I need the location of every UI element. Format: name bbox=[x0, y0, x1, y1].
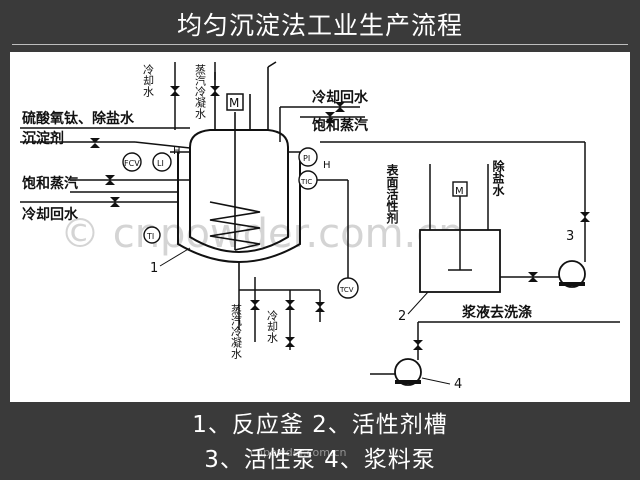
valve-condensate-top bbox=[210, 86, 220, 96]
bottom-controller-label: TCV bbox=[339, 286, 354, 294]
surfactant-feed-lines bbox=[429, 164, 489, 230]
active-pump-lines bbox=[320, 141, 586, 278]
label-cooling-water-top: 冷却水 bbox=[142, 64, 155, 97]
label-steam-condensate-top: 蒸汽冷凝水 bbox=[194, 64, 207, 119]
label-cooling-return: 冷却回水 bbox=[22, 206, 79, 223]
valve-bottom-1 bbox=[250, 300, 260, 310]
label-cooling-return-top: 冷却回水 bbox=[312, 89, 369, 106]
valve-cooling-return-top bbox=[335, 102, 345, 112]
valve-active-pump bbox=[528, 272, 538, 282]
valve-steam-left bbox=[105, 175, 115, 185]
valve-bottom-4 bbox=[285, 337, 295, 347]
valve-steam-top bbox=[325, 112, 335, 122]
process-flow-diagram: © cnpowder.com.cn bbox=[10, 52, 630, 402]
pressure-indicator-circle bbox=[298, 147, 318, 167]
label-precipitant: 沉淀剂 bbox=[22, 130, 64, 147]
valve-recirc bbox=[580, 212, 590, 222]
reactor-number: 1 bbox=[150, 261, 158, 276]
valve-bottom-2 bbox=[285, 300, 295, 310]
label-feed: 硫酸氧钛、除盐水 bbox=[22, 110, 135, 127]
level-high-label: H bbox=[173, 146, 181, 157]
right-service-lines bbox=[279, 106, 365, 278]
label-surfactant: 表面活性剂 bbox=[385, 163, 399, 225]
active-pump bbox=[558, 260, 586, 288]
slurry-pump bbox=[394, 358, 422, 386]
label-steam-top: 饱和蒸汽 bbox=[312, 117, 368, 134]
valve-cooling-top bbox=[170, 86, 180, 96]
bottom-service-lines bbox=[238, 277, 321, 350]
caption-line-2: 3、活性泵 4、浆料泵 bbox=[204, 447, 436, 473]
slide-title: 均匀沉淀法工业生产流程 bbox=[176, 11, 463, 40]
active-pump-number: 3 bbox=[566, 229, 574, 244]
temp-controller-label: TIC bbox=[300, 178, 312, 186]
agitator-motor-label: M bbox=[229, 96, 239, 110]
temp-high-label: H bbox=[323, 160, 331, 171]
valve-precipitant bbox=[90, 138, 100, 148]
agitator-motor-box bbox=[226, 93, 244, 111]
caption-line-1: 1、反应釜 2、活性剂槽 bbox=[192, 412, 448, 438]
diagram-watermark: © cnpowder.com.cn bbox=[60, 211, 464, 257]
flow-controller-label: FCV bbox=[124, 159, 140, 168]
pressure-indicator-label: PI bbox=[303, 154, 310, 163]
label-desalted-water: 除盐水 bbox=[491, 159, 505, 197]
active-pump-base bbox=[559, 282, 585, 286]
thermometer-label: TI bbox=[146, 232, 154, 241]
valve-cooling-left bbox=[110, 197, 120, 207]
diagram-canvas: © cnpowder.com.cn bbox=[20, 61, 620, 392]
valve-slurry-pump bbox=[413, 340, 423, 350]
surfactant-tank-number: 2 bbox=[398, 309, 406, 324]
label-steam-condensate-bottom: 蒸汽冷凝水 bbox=[230, 304, 243, 359]
slurry-pump-number: 4 bbox=[454, 377, 462, 392]
slurry-pump-base bbox=[395, 380, 421, 384]
flow-controller-circle bbox=[122, 152, 142, 172]
title-divider bbox=[12, 44, 628, 45]
label-cooling-water-bottom: 冷却水 bbox=[266, 310, 279, 343]
surfactant-motor-label: M bbox=[455, 186, 464, 197]
valve-bottom-3 bbox=[315, 302, 325, 312]
thermometer-circle bbox=[143, 226, 161, 244]
caption-watermark: cnpowder.com.cn bbox=[250, 446, 347, 459]
label-steam-in: 饱和蒸汽 bbox=[22, 175, 78, 192]
feed-lines bbox=[20, 127, 191, 203]
level-indicator-circle bbox=[152, 152, 172, 172]
label-slurry-out: 浆液去洗涤 bbox=[462, 304, 532, 321]
reactor-vessel bbox=[170, 61, 308, 280]
level-indicator-label: LI bbox=[157, 159, 164, 168]
